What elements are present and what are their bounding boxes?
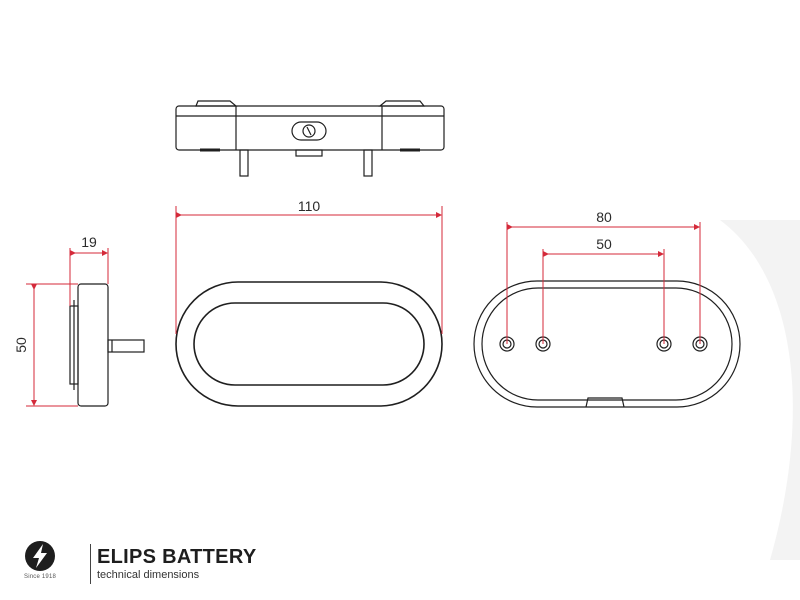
dimension-label-80: 80 — [596, 209, 612, 225]
dimension-label-50-side: 50 — [13, 337, 29, 353]
dimension-label-19: 19 — [81, 234, 97, 250]
dimension-label-50-back: 50 — [596, 236, 612, 252]
front-view — [175, 281, 443, 407]
brand-since-text: Since 1918 — [24, 574, 57, 580]
lightning-bolt-in-circle-icon — [25, 541, 55, 571]
dimension-lines — [26, 206, 701, 407]
back-view — [473, 280, 741, 408]
dimension-label-110: 110 — [298, 198, 321, 214]
watermark-arc — [720, 220, 800, 560]
brand-subtitle: technical dimensions — [97, 569, 200, 581]
brand-name: ELIPS BATTERY — [97, 546, 257, 568]
top-view — [175, 100, 445, 177]
brand-divider — [90, 544, 91, 584]
side-view — [69, 283, 145, 407]
brand-block: Since 1918 ELIPS BATTERY technical dimen… — [24, 540, 256, 584]
brand-logo: Since 1918 — [24, 540, 60, 580]
